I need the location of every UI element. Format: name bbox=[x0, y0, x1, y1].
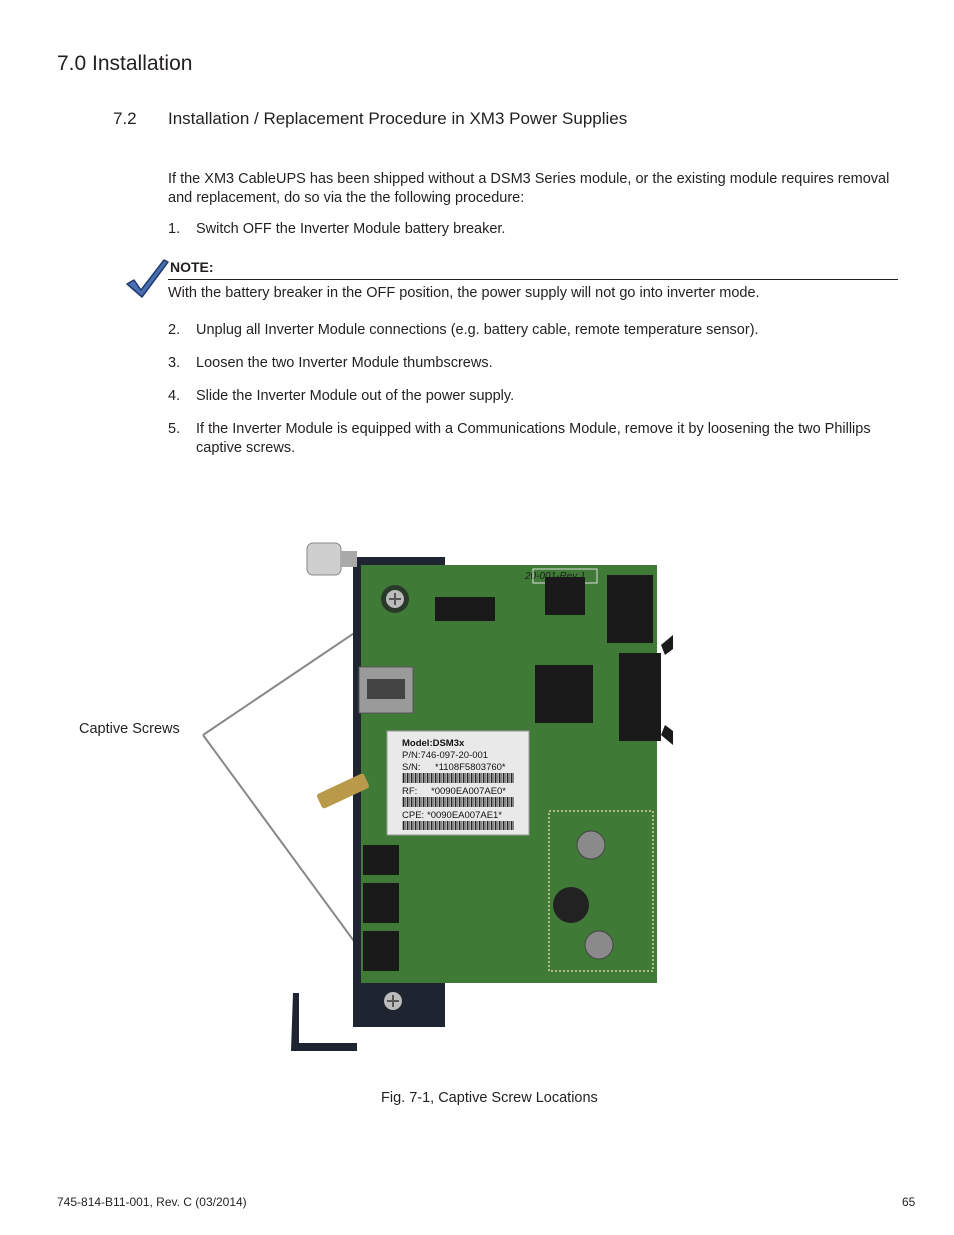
step-text: Unplug all Inverter Module connections (… bbox=[196, 322, 759, 338]
step-text: If the Inverter Module is equipped with … bbox=[196, 421, 871, 456]
step-text: Switch OFF the Inverter Module battery b… bbox=[196, 221, 506, 237]
section-title: 7.0 Installation bbox=[57, 52, 193, 75]
svg-text:*1108F5803760*: *1108F5803760* bbox=[435, 762, 506, 773]
footer-page-number: 65 bbox=[902, 1195, 916, 1209]
intro-paragraph: If the XM3 CableUPS has been shipped wit… bbox=[168, 171, 890, 206]
subsection-title: Installation / Replacement Procedure in … bbox=[168, 109, 628, 128]
step-number: 5. bbox=[168, 421, 181, 437]
note-text: With the battery breaker in the OFF posi… bbox=[168, 285, 760, 301]
mounting-bracket bbox=[291, 993, 357, 1051]
figure-caption: Fig. 7-1, Captive Screw Locations bbox=[381, 1090, 598, 1106]
callout-line-bottom bbox=[202, 734, 382, 979]
step-number: 1. bbox=[168, 221, 181, 237]
note-rule bbox=[168, 279, 898, 280]
step-number: 2. bbox=[168, 322, 181, 338]
svg-text:Model:DSM3x: Model:DSM3x bbox=[402, 738, 465, 749]
main-chip bbox=[535, 665, 593, 723]
module-figure: 20-001-Rev.J Model:DSM3x P/N:746-097-20-… bbox=[202, 542, 673, 1051]
svg-text:RF:: RF: bbox=[402, 786, 417, 797]
step-number: 3. bbox=[168, 355, 181, 371]
step-text: Loosen the two Inverter Module thumbscre… bbox=[196, 355, 493, 371]
svg-text:P/N:746-097-20-001: P/N:746-097-20-001 bbox=[402, 750, 488, 761]
callout-line-top bbox=[202, 614, 382, 736]
thumbscrew bbox=[306, 542, 342, 576]
step-text: Slide the Inverter Module out of the pow… bbox=[196, 388, 515, 404]
svg-text:CPE:: CPE: bbox=[402, 810, 424, 821]
pcb-text: 20-001-Rev.J bbox=[524, 571, 585, 582]
step-number: 4. bbox=[168, 388, 181, 404]
checkmark-icon bbox=[126, 259, 169, 298]
callout-label: Captive Screws bbox=[79, 721, 180, 737]
footer-doc-id: 745-814-B11-001, Rev. C (03/2014) bbox=[57, 1195, 247, 1209]
subsection-number: 7.2 bbox=[113, 109, 137, 128]
svg-text:*0090EA007AE0*: *0090EA007AE0* bbox=[431, 786, 506, 797]
svg-text:S/N:: S/N: bbox=[402, 762, 420, 773]
svg-text:*0090EA007AE1*: *0090EA007AE1* bbox=[427, 810, 502, 821]
rf-connector bbox=[317, 773, 369, 809]
side-connector bbox=[619, 653, 661, 741]
note-label: NOTE: bbox=[170, 259, 214, 275]
